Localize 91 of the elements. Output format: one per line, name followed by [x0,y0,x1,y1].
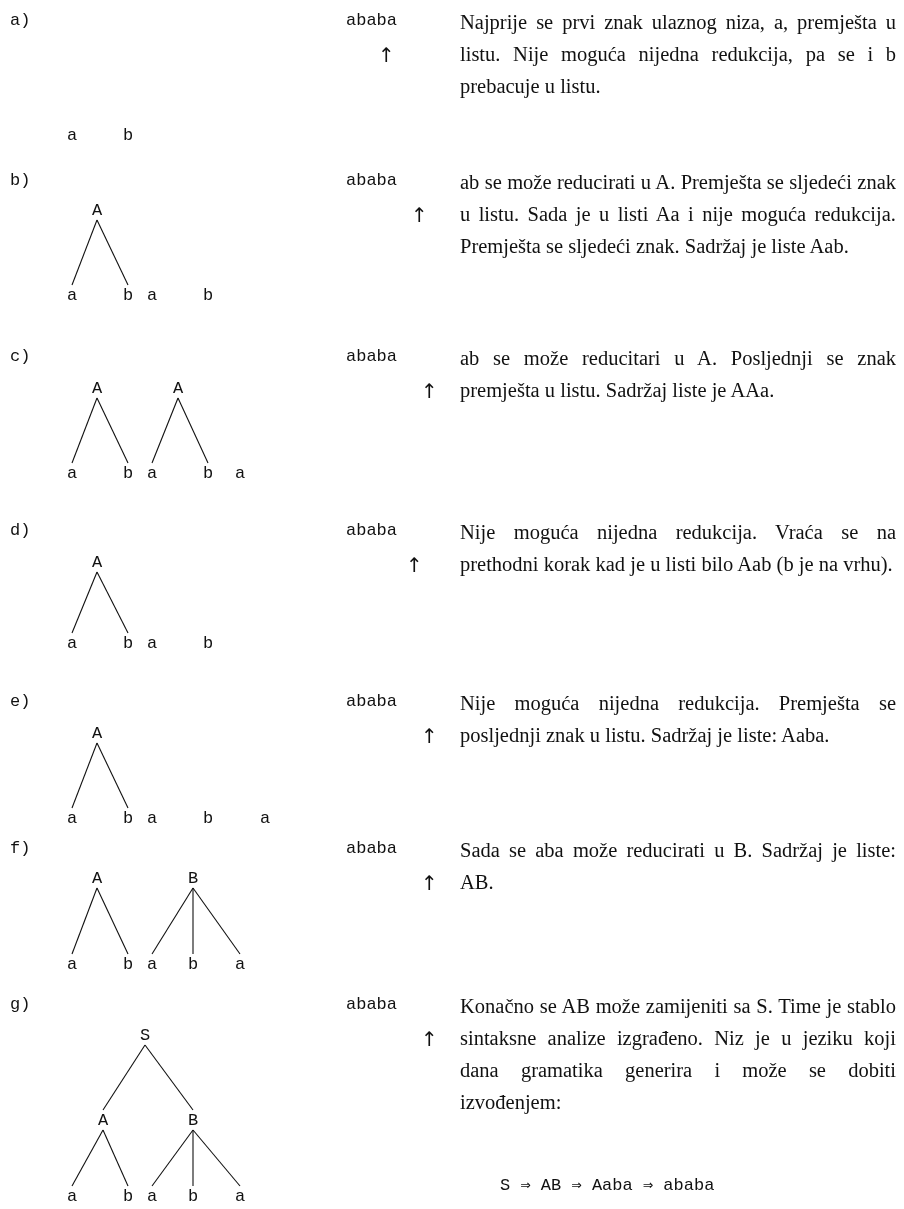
input-string: ababa [346,11,397,30]
step-letter: c) [10,347,31,366]
tree-branch [151,397,179,464]
tree-branch [102,1129,129,1187]
position-pointer: ↑ [421,381,438,401]
tree-symbol: A [171,378,185,398]
tree-branch [96,887,129,955]
tree-symbol: a [65,463,79,483]
input-string: ababa [346,692,397,711]
tree-symbol: b [121,954,135,974]
tree-symbol: A [90,552,104,572]
step-letter: d) [10,521,31,540]
step-letter: g) [10,995,31,1014]
tree-branch [192,1129,241,1187]
tree-symbol: a [145,954,159,974]
step-letter: a) [10,11,31,30]
position-pointer: ↑ [378,45,395,65]
input-string: ababa [346,995,397,1014]
step-letter: f) [10,839,31,858]
tree-branch [96,571,129,634]
tree-branch [102,1044,146,1111]
tree-symbol: A [90,868,104,888]
tree-branch [144,1044,194,1111]
tree-branch [71,571,98,634]
tree-symbol: A [90,378,104,398]
tree-symbol: b [201,808,215,828]
tree-branch [71,742,98,809]
tree-symbol: b [201,285,215,305]
step-letter: b) [10,171,31,190]
tree-symbol: b [121,463,135,483]
input-string: ababa [346,839,397,858]
tree-symbol: a [145,633,159,653]
tree-symbol: B [186,868,200,888]
tree-symbol: a [65,633,79,653]
tree-branch [71,219,98,286]
tree-symbol: S [138,1025,152,1045]
tree-branch [151,887,194,955]
tree-symbol: a [65,1186,79,1206]
tree-symbol: b [121,285,135,305]
tree-symbol: a [233,954,247,974]
position-pointer: ↑ [421,873,438,893]
tree-symbol: a [233,1186,247,1206]
tree-branch [96,219,129,286]
position-pointer: ↑ [406,555,423,575]
tree-branch [192,1129,194,1187]
tree-symbol: b [201,633,215,653]
step-description: Konačno se AB može zamijeniti sa S. Time je stablo sintaksne analize izgrađeno. Niz je u jeziku koji dana gramatika generira i može se dobiti izvođenjem: [460,994,896,1116]
tree-symbol: a [145,808,159,828]
step-description: Nije moguća nijedna redukcija. Premješta se posljednji znak u listu. Sadržaj je liste: Aaba. [460,691,896,749]
tree-branch [192,887,194,955]
position-pointer: ↑ [411,205,428,225]
tree-symbol: A [90,723,104,743]
input-string: ababa [346,521,397,540]
tree-branch [151,1129,194,1187]
step-description: Nije moguća nijedna redukcija. Vraća se na prethodni korak kad je u listi bilo Aab (b je na vrhu). [460,520,896,578]
tree-symbol: a [65,285,79,305]
tree-branch [71,397,98,464]
position-pointer: ↑ [421,1029,438,1049]
tree-symbol: a [65,954,79,974]
tree-symbol: b [121,808,135,828]
position-pointer: ↑ [421,726,438,746]
tree-branch [71,887,98,955]
step-letter: e) [10,692,31,711]
step-description: ab se može reducitari u A. Posljednji se znak premješta u listu. Sadržaj liste je AAa. [460,346,896,404]
tree-branch [192,887,241,955]
tree-branch [96,397,129,464]
tree-symbol: b [201,463,215,483]
tree-symbol: a [145,1186,159,1206]
tree-symbol: a [233,463,247,483]
step-description: ab se može reducirati u A. Premješta se sljedeći znak u listu. Sada je u listi Aa i nije moguća redukcija. Premješta se sljedeći znak. Sadržaj je liste Aab. [460,170,896,260]
tree-symbol: a [145,463,159,483]
tree-symbol: b [121,633,135,653]
tree-symbol: a [145,285,159,305]
tree-symbol: a [65,808,79,828]
tree-symbol: b [121,1186,135,1206]
tree-symbol: a [258,808,272,828]
input-string: ababa [346,171,397,190]
input-string: ababa [346,347,397,366]
step-description: Sada se aba može reducirati u B. Sadržaj je liste: AB. [460,838,896,895]
derivation: S ⇒ AB ⇒ Aaba ⇒ ababa [500,1175,715,1195]
tree-symbol: A [90,200,104,220]
tree-symbol: b [186,954,200,974]
tree-symbol: b [186,1186,200,1206]
tree-branch [96,742,129,809]
tree-symbol: a [65,125,79,145]
tree-branch [71,1129,104,1187]
tree-branch [177,397,209,464]
tree-symbol: A [96,1110,110,1130]
tree-symbol: b [121,125,135,145]
tree-symbol: B [186,1110,200,1130]
step-description: Najprije se prvi znak ulaznog niza, a, premješta u listu. Nije moguća nijedna redukcija, pa se i b prebacuje u listu. [460,10,896,100]
